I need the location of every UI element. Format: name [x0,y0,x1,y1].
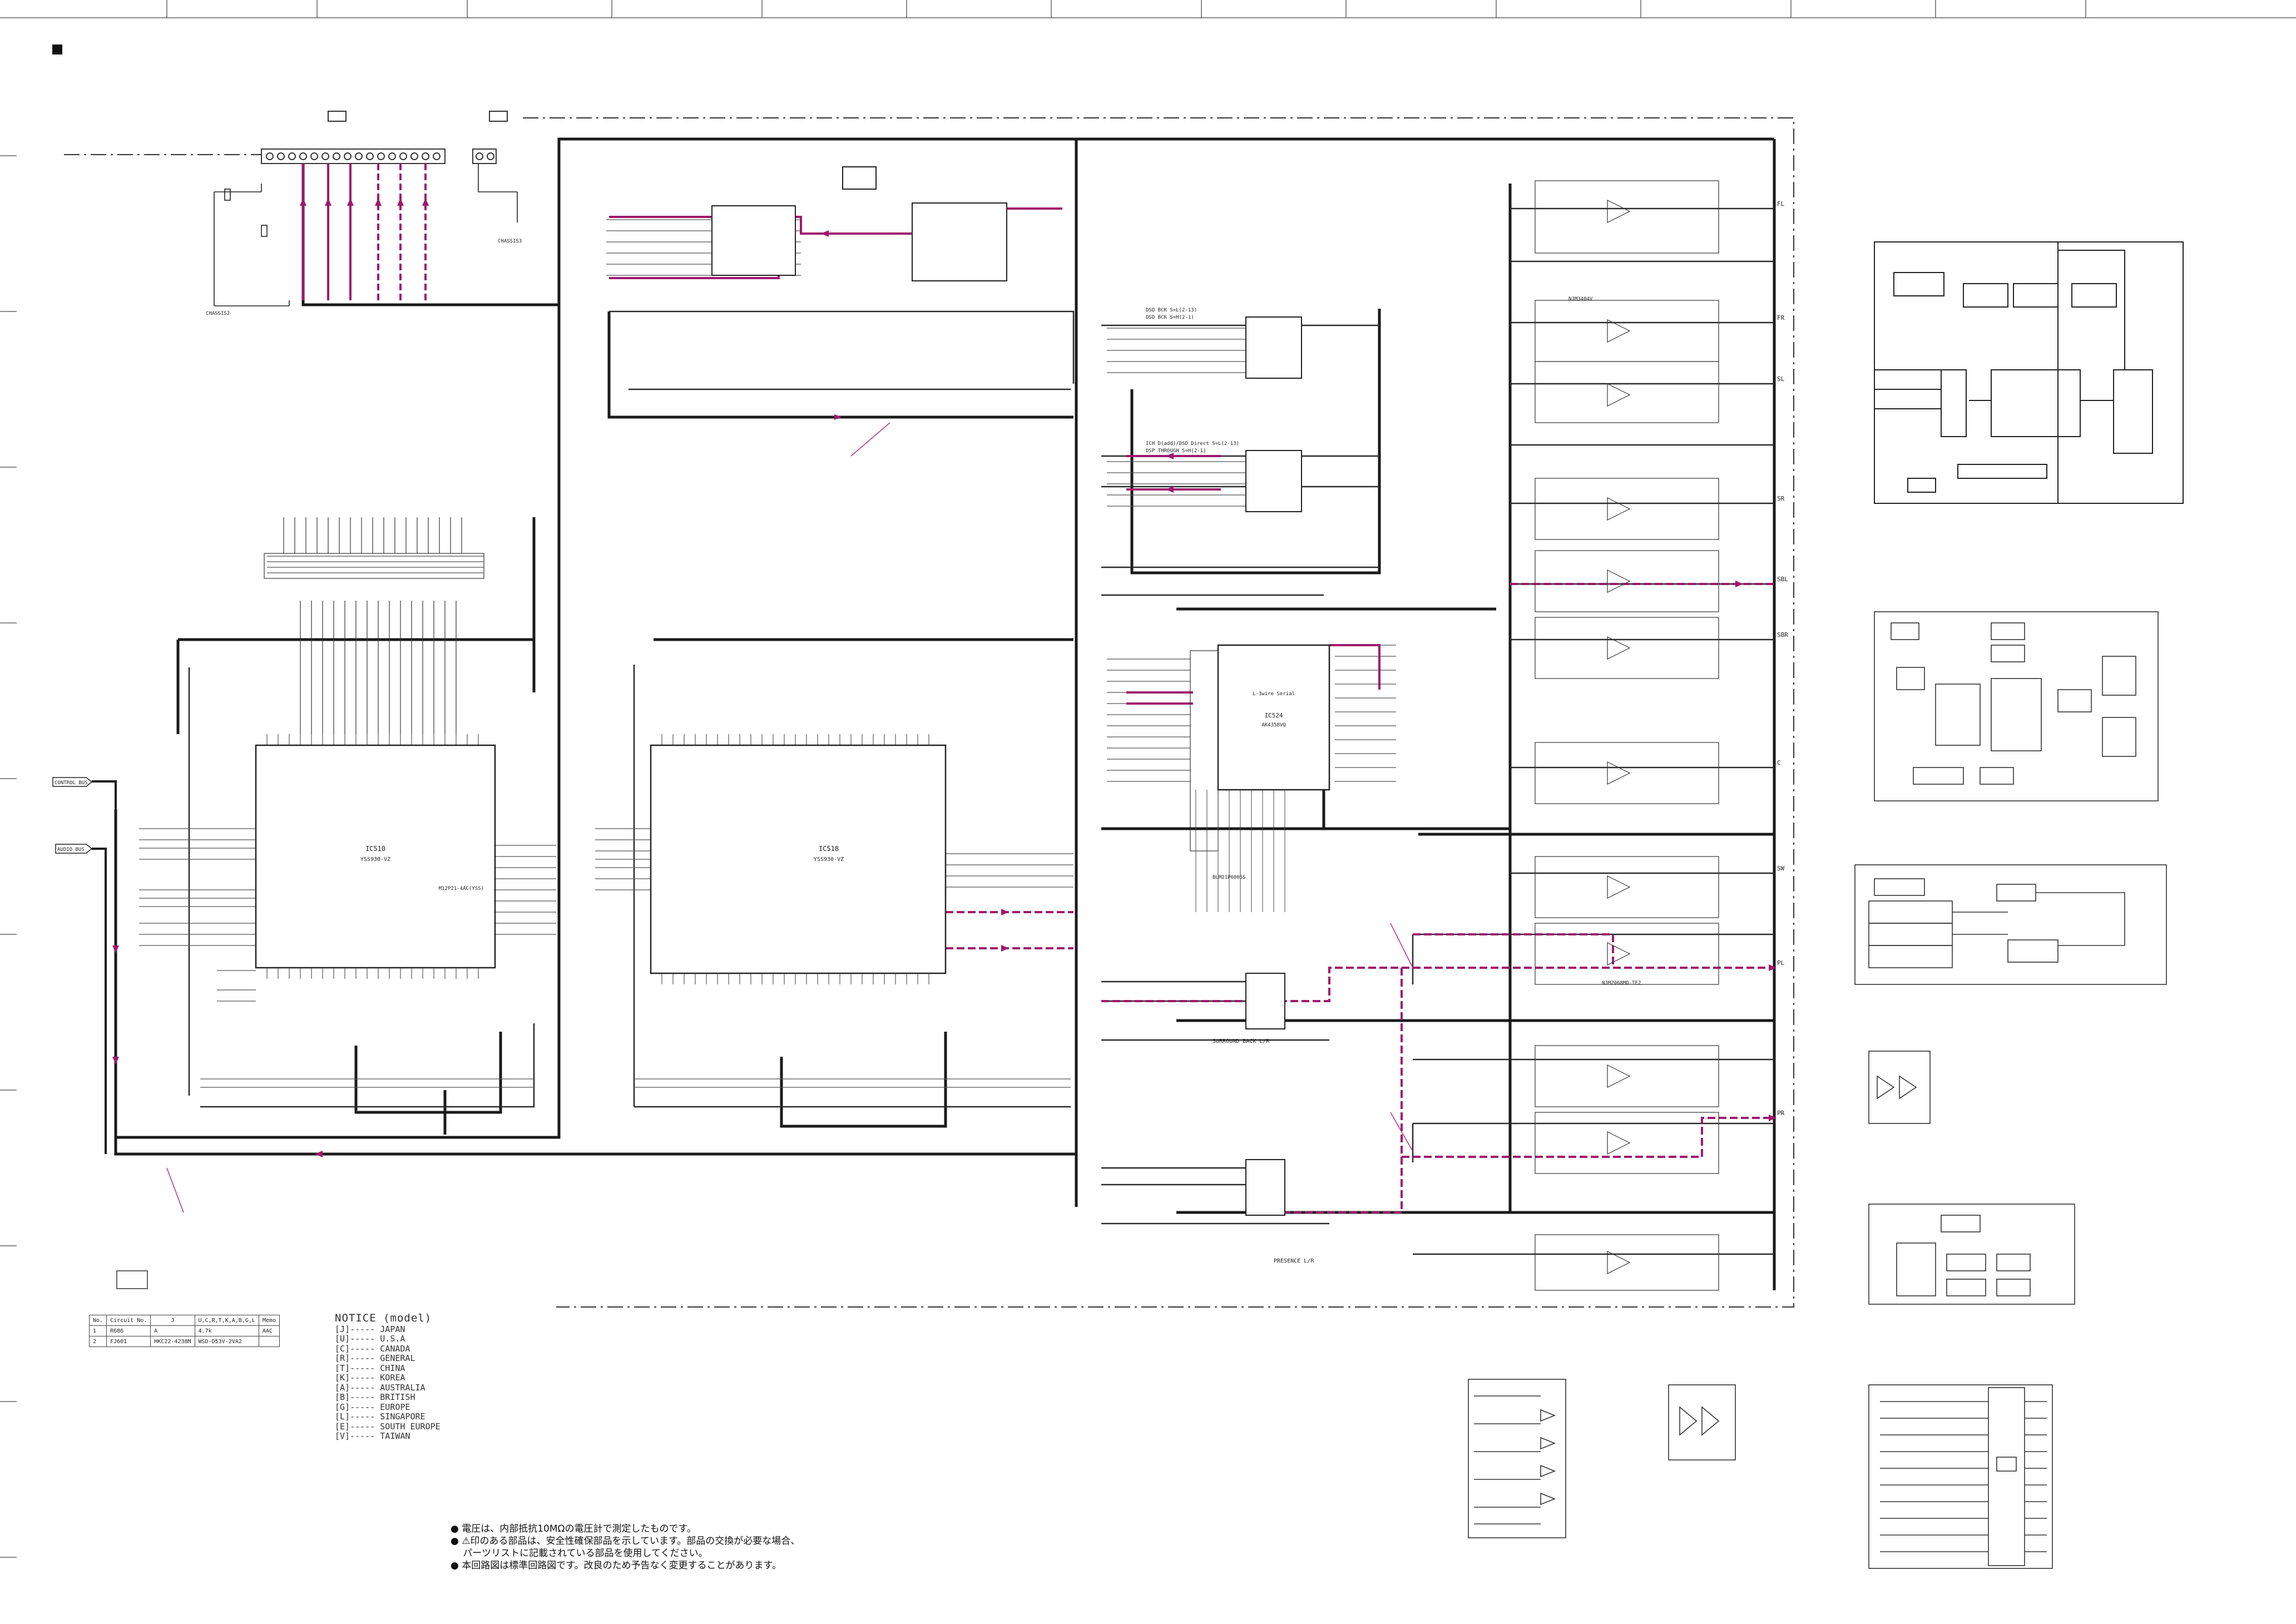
notice-model-list: NOTICE (model) [J]----- JAPAN [U]----- U… [335,1312,441,1442]
presence-label: PRESENCE L/R [1274,1258,1314,1264]
block-diagram-2 [1874,611,2159,801]
notice-item: [V]----- TAIWAN [335,1431,410,1441]
table-header: Memo [258,1315,280,1326]
block-diagram-7 [1468,1379,1566,1538]
ic518: IC518 YSS930-VZ [650,734,947,984]
table-row: 2 FJ601 HKC22-4238M WSD-D53V-2VA2 [88,1336,280,1347]
ic524: IC524 AK4358VQ L-3wire Serial BLM21P6005… [1190,644,1330,912]
out-fr: FR [1777,314,1785,321]
pointer-lines [166,422,1413,1213]
ic-selector-lower: SURROUND BACK L/R PRESENCE L/R [1213,973,1314,1264]
footnotes: ● 電圧は、内部抵抗10MΩの電圧計で測定したものです。 ● ⚠印のある部品は、… [451,1523,1007,1572]
bus-arrows [112,414,842,1157]
table-cell: AAC [258,1325,280,1336]
section-marker [52,44,62,55]
notice-item: [L]----- SINGAPORE [335,1412,425,1422]
ic510: IC510 YSS930-VZ M12P21-4AC(YSS) [255,734,496,979]
table-cell: 1 [88,1325,107,1336]
notice-title: NOTICE (model) [335,1312,432,1324]
chassis-label-2: CHASSIS3 [498,239,522,244]
table-cell: 4.7k [194,1325,259,1336]
ic524-label: IC524 [1264,712,1283,719]
chassis-label-1: CHASSIS2 [206,311,230,316]
dsd-label-4: DSP THROUGH S=H(2-1) [1146,448,1206,454]
output-labels: FL FR SL SR SBL SBR C SW PL PR NJM3404V … [1568,200,1788,1117]
table-cell: R686 [106,1325,151,1336]
ic-selector-upper: DSD BCK S=L(2-13) DSD BCK S=H(2-1) ICH D… [1146,308,1302,512]
footnote: ● ⚠印のある部品は、安全性確保部品を示しています。部品の交換が必要な場合、 [451,1536,800,1547]
ic518-label: IC518 [819,845,839,853]
ic510-part: YSS930-VZ [360,856,390,863]
ic522-label: BLM21P6005S [1213,875,1246,880]
model-box [116,1270,148,1289]
memory-block [264,517,484,734]
frame-ruler [0,0,2296,1558]
table-row: 1 R686 A 4.7k AAC [88,1325,280,1336]
dsd-label-2: DSD BCK S=H(2-1) [1146,315,1194,320]
notice-item: [B]----- BRITISH [335,1392,415,1402]
table-cell [258,1336,280,1347]
out-pl: PL [1777,959,1785,967]
table-header: No. [88,1315,107,1326]
block-diagram-6 [1868,1384,2053,1569]
table-cell: HKC22-4238M [150,1336,195,1347]
block-diagram-8 [1668,1384,1736,1460]
notice-item: [E]----- SOUTH EUROPE [335,1421,441,1432]
block-diagram-1 [1874,241,2184,504]
out-c: C [1777,759,1781,766]
dsd-label-1: DSD BCK S=L(2-13) [1146,308,1197,313]
block-diagram-3 [1854,864,2167,985]
ic518-part: YSS930-VZ [814,856,844,863]
njm-label-2: NJM2068MD-TE2 [1602,981,1641,986]
signal-arrows [300,198,1777,1121]
njm-label-1: NJM3404V [1568,296,1593,302]
ic510-label: IC510 [365,845,385,853]
output-channels [1535,180,1719,1291]
table-header: Circuit No. [106,1315,151,1326]
audio-bus-label: AUDIO BUS [57,847,85,853]
notice-item: [A]----- AUSTRALIA [335,1382,425,1393]
ic524-part: AK4358VQ [1261,722,1285,728]
out-sbr: SBR [1777,631,1788,638]
footnote: パーツリストに記載されている部品を使用してください。 [451,1548,708,1559]
footnote: ● 電圧は、内部抵抗10MΩの電圧計で測定したものです。 [451,1523,696,1534]
table-cell: A [150,1325,195,1336]
notice-item: [U]----- U.S.A [335,1334,405,1344]
table-cell: FJ601 [106,1336,151,1347]
connector-top [261,148,497,164]
bus-tags: CONTROL BUS AUDIO BUS CHASSIS2 CHASSIS3 [52,239,522,1154]
out-pr: PR [1777,1110,1785,1117]
block-diagram-4 [1868,1051,1931,1124]
control-bus-label: CONTROL BUS [55,780,88,786]
power-input-circuit [214,164,518,306]
footnote: ● 本回路図は標準回路図です。改良のため予告なく変更することがあります。 [451,1560,781,1571]
signal-paths [302,164,1774,1214]
notice-item: [R]----- GENERAL [335,1353,415,1363]
table-cell: 2 [88,1336,107,1347]
surround-back-label: SURROUND BACK L/R [1213,1038,1270,1044]
secondary-wiring [188,207,1774,1255]
thin-wiring [139,219,1396,1088]
notice-item: [C]----- CANADA [335,1343,410,1354]
notice-item: [J]----- JAPAN [335,1324,405,1334]
out-sbl: SBL [1777,576,1788,583]
out-fl: FL [1777,200,1785,207]
out-sw: SW [1777,865,1785,872]
out-sr: SR [1777,495,1785,502]
block-diagram-5 [1868,1204,2075,1305]
destination-table: No. Circuit No. J U,C,R,T,K,A,B,G,L Memo… [88,1315,280,1347]
notice-item: [T]----- CHINA [335,1363,405,1373]
table-cell: WSD-D53V-2VA2 [194,1336,259,1347]
table-header: U,C,R,T,K,A,B,G,L [194,1315,259,1326]
table-header: J [150,1315,195,1326]
ic524-desc: L-3wire Serial [1253,691,1295,697]
notice-item: [K]----- KOREA [335,1373,405,1383]
notice-item: [G]----- EUROPE [335,1402,410,1412]
ic510-mem-label: M12P21-4AC(YSS) [439,886,484,892]
dsd-label-3: ICH D(add)/DSD Direct S=L(2-13) [1146,441,1239,447]
board-outline [64,111,1794,1308]
out-sl: SL [1777,375,1785,383]
ic-dac-upper [711,166,1007,281]
